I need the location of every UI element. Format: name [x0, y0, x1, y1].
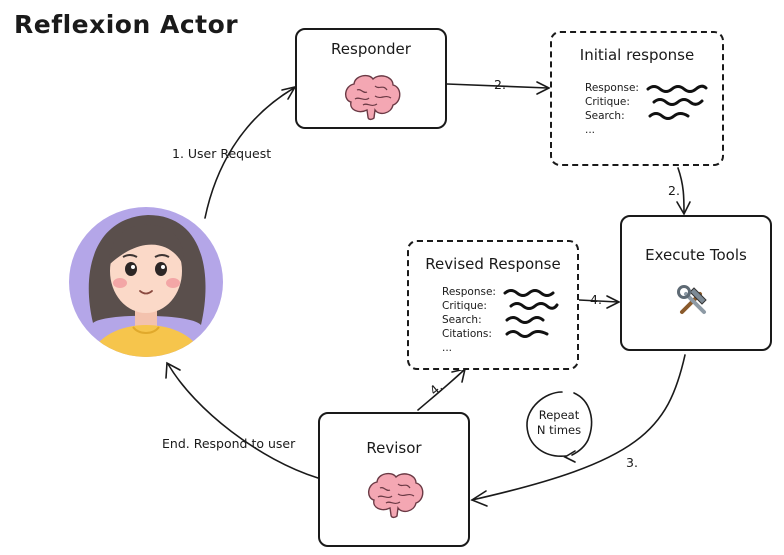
execute-tools-node: Execute Tools: [620, 215, 772, 351]
revised-row-search: Search:: [442, 314, 482, 326]
initial-row-search: Search:: [585, 110, 625, 122]
revised-scribbles: [503, 289, 559, 338]
edge-label-responder-initial: 2.: [494, 77, 506, 92]
execute-tools-title: Execute Tools: [645, 246, 747, 264]
revised-response-node: Revised Response Response: Critique: Sea…: [407, 240, 579, 370]
initial-row-critique: Critique:: [585, 96, 630, 108]
repeat-loop-line1: Repeat: [538, 408, 580, 422]
edge-label-tools-revisor: 3.: [626, 455, 638, 470]
initial-response-title: Initial response: [579, 46, 695, 64]
repeat-loop-line2: N times: [536, 423, 582, 437]
revised-row-more: ...: [442, 342, 453, 354]
arrow-user-request: [204, 87, 295, 219]
revised-row-citations: Citations:: [442, 328, 492, 340]
edge-label-initial-tools: 2.: [668, 183, 680, 198]
initial-row-more: ...: [585, 124, 596, 136]
revised-row-critique: Critique:: [442, 300, 487, 312]
initial-scribbles: [646, 84, 708, 120]
repeat-loop-label: Repeat N times: [533, 408, 585, 438]
revised-response-title: Revised Response: [425, 255, 561, 273]
diagram-title: Reflexion Actor: [14, 10, 239, 39]
repeat-loop-arrow: [526, 391, 567, 457]
initial-response-rows: Response: Critique: Search: ...: [585, 81, 639, 137]
edge-label-end-respond: End. Respond to user: [162, 436, 296, 451]
brain-icon: [345, 74, 401, 121]
arrow-tools-revisor: [471, 354, 686, 501]
arrow-revisor-revised: [417, 369, 465, 411]
arrow-revised-tools: [578, 299, 619, 303]
responder-title: Responder: [331, 40, 411, 58]
revisor-node: Revisor: [318, 412, 470, 547]
revisor-title: Revisor: [366, 439, 422, 457]
responder-node: Responder: [295, 28, 447, 129]
arrow-end-respond: [167, 363, 319, 479]
tools-icon: [677, 285, 707, 314]
user-avatar: [69, 207, 223, 357]
initial-row-response: Response:: [585, 82, 639, 94]
edge-label-user-request: 1. User Request: [172, 146, 272, 161]
initial-response-node: Initial response Response: Critique: Sea…: [550, 31, 724, 166]
edge-label-revised-tools: 4.: [590, 292, 602, 307]
revised-response-rows: Response: Critique: Search: Citations: .…: [442, 285, 496, 355]
brain-icon: [368, 472, 424, 519]
arrow-initial-tools: [677, 167, 685, 214]
arrow-responder-initial: [446, 83, 549, 89]
revised-row-response: Response:: [442, 286, 496, 298]
